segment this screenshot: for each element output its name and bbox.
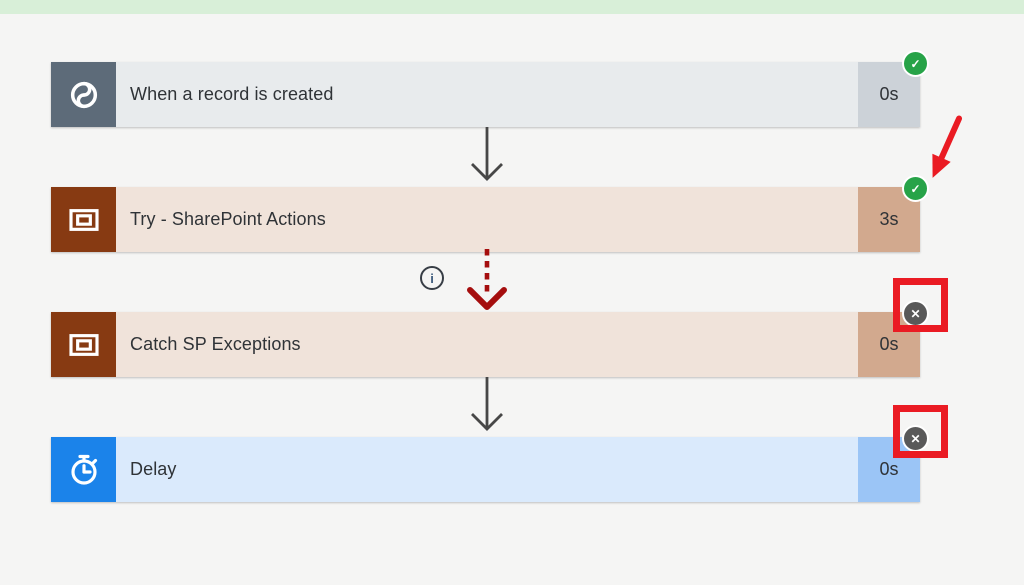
- step-duration: 0s ✕: [858, 425, 929, 502]
- status-succeeded-badge: ✓: [902, 50, 929, 77]
- step-duration: 0s ✓: [858, 50, 929, 127]
- status-skipped-badge: ✕: [902, 300, 929, 327]
- info-icon[interactable]: i: [420, 266, 444, 290]
- flow-step[interactable]: Try - SharePoint Actions 3s ✓: [51, 175, 929, 252]
- page-top-strip: [0, 0, 1024, 14]
- step-duration: 0s ✕: [858, 300, 929, 377]
- flow-step[interactable]: When a record is created 0s ✓: [51, 50, 929, 127]
- flow-step[interactable]: Catch SP Exceptions 0s ✕: [51, 300, 929, 377]
- annotation-red-box: [893, 278, 948, 332]
- step-duration: 3s ✓: [858, 175, 929, 252]
- dataverse-trigger-icon: [51, 62, 116, 127]
- status-succeeded-badge: ✓: [902, 175, 929, 202]
- connector-arrow-down-icon: [471, 127, 503, 181]
- flow-step[interactable]: Delay 0s ✕: [51, 425, 929, 502]
- annotation-red-box: [893, 405, 948, 458]
- delay-stopwatch-icon: [51, 437, 116, 502]
- scope-icon: [51, 312, 116, 377]
- step-label: When a record is created: [116, 62, 858, 127]
- connector-arrow-down-icon: [471, 377, 503, 431]
- step-label: Delay: [116, 437, 858, 502]
- annotation-red-arrow-icon: [932, 115, 963, 178]
- step-label: Catch SP Exceptions: [116, 312, 858, 377]
- scope-icon: [51, 187, 116, 252]
- connector-dashed-arrow-down-icon: [467, 249, 507, 310]
- step-label: Try - SharePoint Actions: [116, 187, 858, 252]
